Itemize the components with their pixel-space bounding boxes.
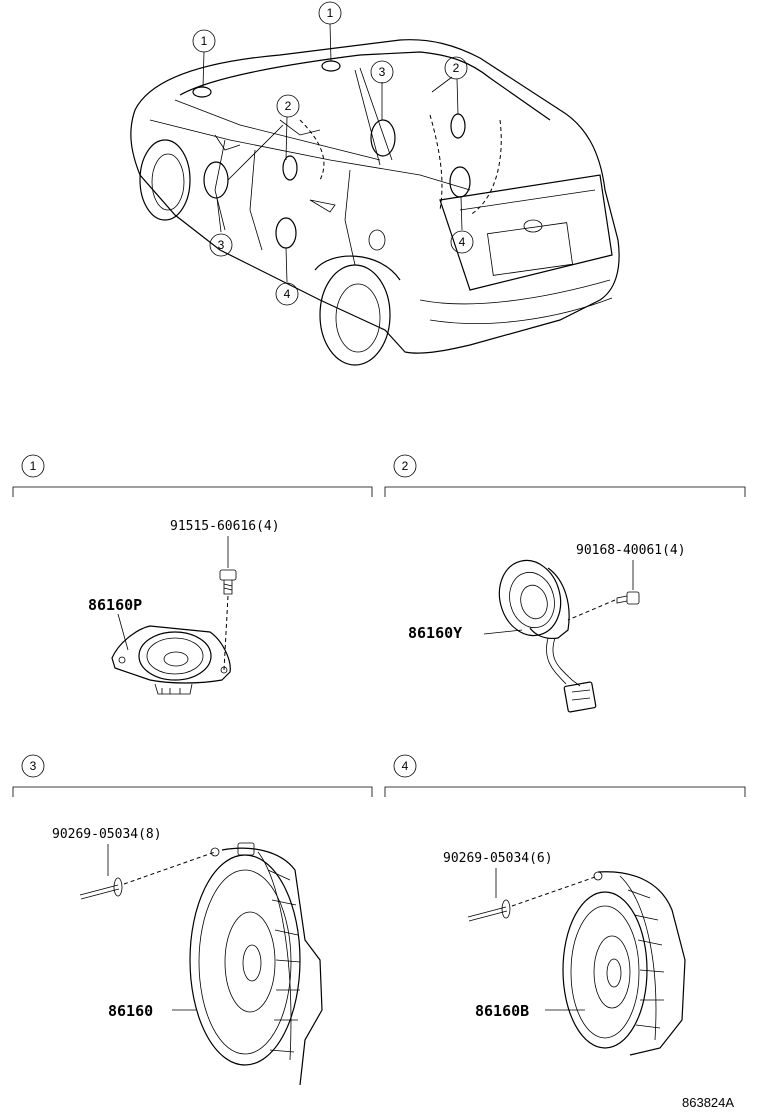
fastener-label-2: 90168-40061(4) <box>576 543 686 558</box>
fastener-label-1: 91515-60616(4) <box>170 519 280 534</box>
rear-door-speaker-location-left <box>275 217 297 249</box>
section-3: 3 90269-05034(8) 86160 <box>12 754 373 1086</box>
svg-text:4: 4 <box>402 759 409 773</box>
car-callout-3-right: 3 <box>370 60 394 84</box>
mid-speaker-location-left <box>282 155 298 181</box>
car-callout-4-left: 4 <box>275 282 299 306</box>
car-illustration: 1 1 2 2 3 3 4 4 <box>130 1 620 366</box>
section-4-header: 4 <box>384 754 746 797</box>
clip-3 <box>79 877 123 900</box>
svg-text:2: 2 <box>285 99 292 113</box>
car-callout-2-right: 2 <box>444 56 468 80</box>
svg-text:4: 4 <box>284 287 291 301</box>
clip-4 <box>467 899 511 922</box>
tweeter-location-left <box>192 86 212 98</box>
front-door-speaker-location-right <box>370 119 396 157</box>
part-number-4: 86160B <box>475 1002 529 1020</box>
car-callout-1-right: 1 <box>318 1 342 25</box>
car-callout-1-left: 1 <box>192 29 216 53</box>
tweeter-86160P <box>111 625 231 695</box>
svg-text:1: 1 <box>327 6 334 20</box>
svg-text:2: 2 <box>402 459 409 473</box>
svg-text:3: 3 <box>30 759 37 773</box>
speaker-86160Y <box>498 559 597 713</box>
part-number-1: 86160P <box>88 596 142 614</box>
part-number-3: 86160 <box>108 1002 153 1020</box>
fastener-label-3: 90269-05034(8) <box>52 827 162 842</box>
car-callout-2-left: 2 <box>276 94 300 118</box>
car-callout-3-left: 3 <box>209 233 233 257</box>
section-3-header: 3 <box>12 754 373 797</box>
section-1-header: 1 <box>12 454 373 497</box>
part-number-2: 86160Y <box>408 624 462 642</box>
svg-text:4: 4 <box>459 235 466 249</box>
diagram-ref: 863824A <box>682 1095 734 1110</box>
section-2-header: 2 <box>384 454 746 497</box>
svg-text:3: 3 <box>218 238 225 252</box>
screw-2 <box>616 591 640 605</box>
svg-text:2: 2 <box>453 61 460 75</box>
section-4: 4 90269-05034(6) 86160B <box>384 754 746 1056</box>
svg-text:1: 1 <box>30 459 37 473</box>
section-2: 2 90168-40061(4) 86160Y <box>384 454 746 713</box>
car-callout-4-right: 4 <box>450 230 474 254</box>
svg-text:3: 3 <box>379 65 386 79</box>
speaker-86160B <box>562 871 686 1056</box>
screw-1 <box>219 569 237 595</box>
rear-door-speaker-location-right <box>449 166 471 198</box>
svg-text:1: 1 <box>201 34 208 48</box>
speaker-86160 <box>189 842 323 1086</box>
section-1: 1 91515-60616(4) 86160P <box>12 454 373 695</box>
mid-speaker-location-right <box>450 113 466 139</box>
tweeter-location-right <box>321 60 341 72</box>
fastener-label-4: 90269-05034(6) <box>443 851 553 866</box>
